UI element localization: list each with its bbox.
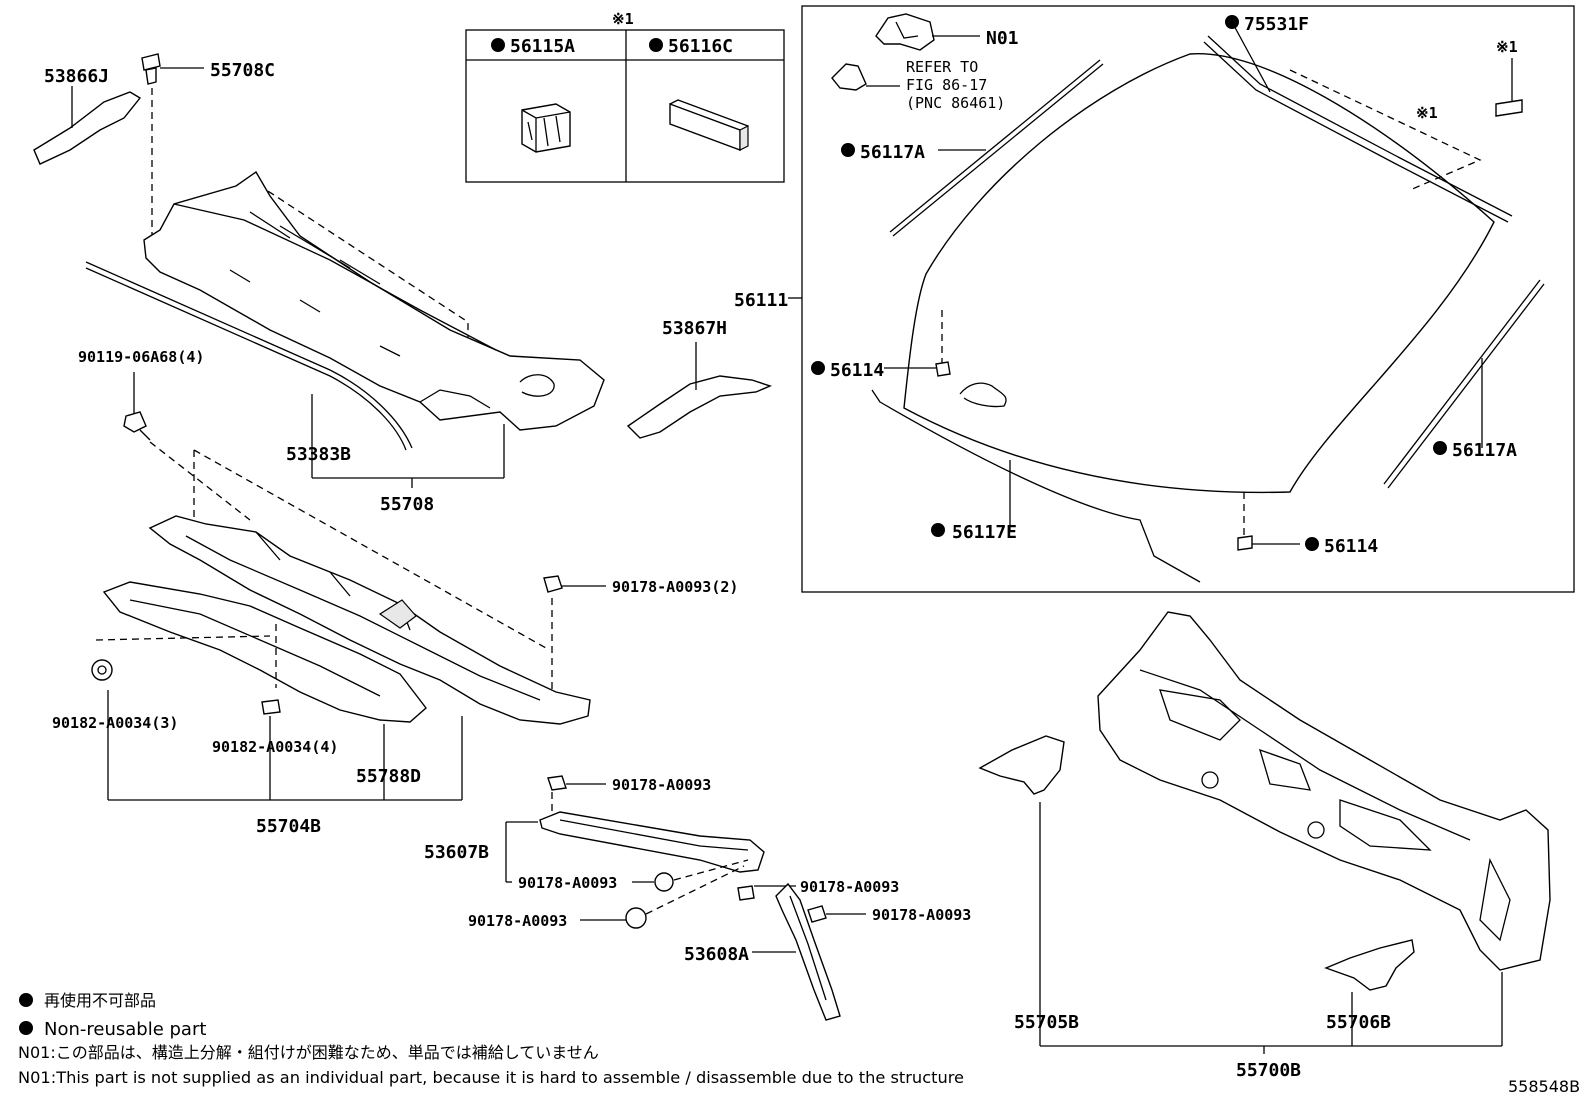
non-reusable-dot [811,361,825,375]
cowl-lower-panel-shape [102,581,427,723]
label-90178-a[interactable]: 90178-A0093 [612,776,711,794]
legend-jp: 再使用不可部品 [44,991,156,1010]
nut-90178-a-shape [547,775,567,791]
bracket-55706B-shape [1324,939,1415,991]
refer-line-2: FIG 86-17 [906,76,987,94]
label-90182-4[interactable]: 90182-A0034(4) [212,738,338,756]
inset-mark: ※1 [612,10,634,28]
label-53867H[interactable]: 53867H [662,318,727,339]
legend-dot-en [19,1021,33,1035]
label-56117A-right[interactable]: 56117A [1452,440,1517,461]
label-90178-e[interactable]: 90178-A0093 [872,906,971,924]
dash-panel-shape [1097,611,1551,971]
label-55705B[interactable]: 55705B [1014,1012,1079,1033]
windshield-group: N01 REFER TO FIG 86-17 (PNC 86461) 75531… [788,5,1575,593]
label-56114-upper[interactable]: 56114 [830,360,884,381]
clip-56116C-shape [669,99,749,152]
label-53607B[interactable]: 53607B [424,842,489,863]
seal-53866J-shape [33,91,142,165]
refer-line-1: REFER TO [906,58,978,76]
label-N01[interactable]: N01 [986,28,1019,49]
non-reusable-dot [1305,537,1319,551]
label-90178-c[interactable]: 90178-A0093 [468,912,567,930]
label-53866J[interactable]: 53866J [44,66,109,87]
label-53608A[interactable]: 53608A [684,944,749,965]
label-56114-lower[interactable]: 56114 [1324,536,1378,557]
label-55708[interactable]: 55708 [380,494,434,515]
label-90119[interactable]: 90119-06A68(4) [78,348,204,366]
left-side-molding [889,59,1101,233]
label-55788D[interactable]: 55788D [356,766,421,787]
non-reusable-dot [1433,441,1447,455]
label-56116C[interactable]: 56116C [668,36,733,57]
mark-top: ※1 [1496,38,1518,56]
non-reusable-dot [931,523,945,537]
nut-90178-e-shape [807,905,827,923]
seal-53867H-shape [626,375,772,439]
label-56115A[interactable]: 56115A [510,36,575,57]
label-55706B[interactable]: 55706B [1326,1012,1391,1033]
label-55704B[interactable]: 55704B [256,816,321,837]
note-n01-en: N01:This part is not supplied as an indi… [18,1068,964,1087]
non-reusable-dot [649,38,663,52]
label-56117E[interactable]: 56117E [952,522,1017,543]
non-reusable-dot [491,38,505,52]
cowl-louver-shape [143,170,605,431]
non-reusable-dot [841,143,855,157]
label-75531F[interactable]: 75531F [1244,14,1309,35]
legend-dot-jp [19,993,33,1007]
figure-id: 558548B [1508,1077,1580,1096]
nut-90178-b-shape [654,872,674,892]
label-90178-b[interactable]: 90178-A0093 [518,874,617,892]
nut-90178-2-shape [543,575,563,593]
sensor-shape [831,63,867,91]
label-56111[interactable]: 56111 [734,290,788,311]
brace-53608A-shape [775,882,841,1021]
non-reusable-dot [1225,15,1239,29]
nut-90178-d-shape [737,885,755,901]
windshield-glass-shape [903,52,1495,494]
windshield-frame [801,5,1575,593]
legend: 再使用不可部品 Non-reusable part N01:この部品は、構造上分… [18,991,964,1087]
cowl-top-panel-shape [148,515,591,725]
nut-90182-4-shape [261,699,281,715]
label-53383B[interactable]: 53383B [286,444,351,465]
note-n01-jp: N01:この部品は、構造上分解・組付けが困難なため、単品では補給していません [18,1043,599,1062]
seal-53383B-shape [85,261,413,449]
label-90178-2[interactable]: 90178-A0093(2) [612,578,738,596]
clip-56115A-shape [521,103,571,153]
refer-line-3: (PNC 86461) [906,94,1005,112]
clip-inset: ※1 56115A 56116C [465,10,785,183]
label-90182-3[interactable]: 90182-A0034(3) [52,714,178,732]
bolt-90119-shape [123,411,151,441]
clip-55708C-shape [141,53,161,85]
mirror-bracket-shape [875,13,935,51]
bottom-molding [871,389,1201,583]
legend-en: Non-reusable part [44,1019,206,1040]
right-side-molding [1383,279,1541,485]
nut-90178-c-shape [625,907,647,929]
top-molding [1207,35,1513,217]
bracket-55705B-shape [978,735,1065,795]
mark-mid: ※1 [1416,104,1438,122]
label-56117A-left[interactable]: 56117A [860,142,925,163]
label-55708C[interactable]: 55708C [210,60,275,81]
label-55700B[interactable]: 55700B [1236,1060,1301,1081]
label-90178-d[interactable]: 90178-A0093 [800,878,899,896]
nut-90182-3-shape [91,659,113,681]
brace-53607B-shape [539,811,765,873]
